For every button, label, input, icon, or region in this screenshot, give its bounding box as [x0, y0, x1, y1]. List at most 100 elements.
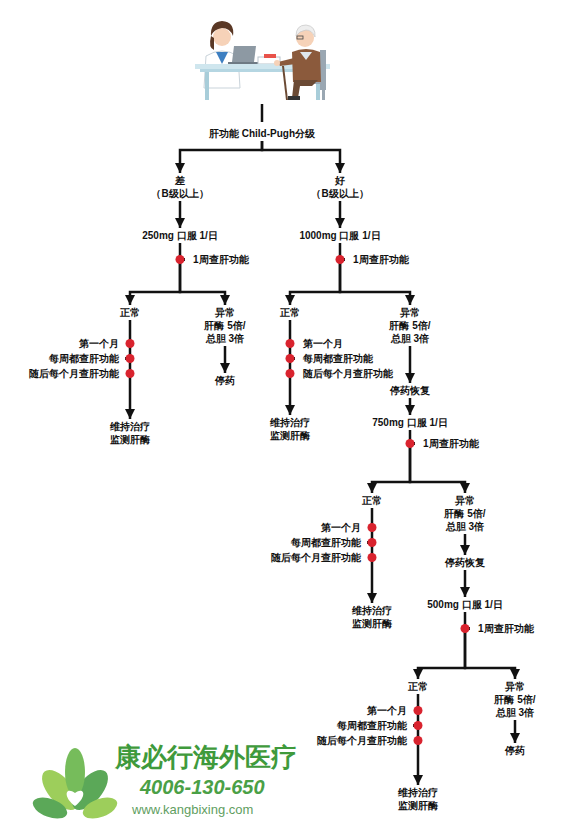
step-text: 停药 [215, 374, 235, 387]
step-text: 正常 [120, 306, 140, 319]
flow-step: 第一个月每周都查肝功能随后每个月查肝功能 [317, 703, 413, 748]
drawing-part [322, 84, 325, 100]
flow-step: 第一个月每周都查肝功能随后每个月查肝功能 [29, 336, 125, 381]
flow-arrow [367, 543, 372, 604]
step-text: 随后每个月查肝功能 [317, 733, 407, 748]
step-text: 1周查肝功能 [478, 621, 534, 636]
watermark-text: 康必行海外医疗 [115, 740, 297, 775]
doctor-patient-illustration [195, 21, 330, 100]
red-dot [414, 736, 423, 745]
step-text: 1周查肝功能 [423, 436, 479, 451]
step-text: 肝酶 5倍/ 总胆 3倍 [199, 319, 251, 345]
flow-step: 维持治疗 监测肝酶 [267, 416, 313, 442]
drawing-part [283, 66, 287, 100]
flow-step: 正常 [280, 306, 300, 319]
flow-arrow [465, 629, 515, 680]
flow-arrow [125, 359, 130, 420]
flow-step: 1000mg 口服 1/日 [299, 229, 380, 242]
flow-arrow [290, 260, 345, 306]
flow-step: 正常 [362, 494, 382, 507]
flow-step: 异常肝酶 5倍/ 总胆 3倍 [199, 306, 251, 345]
drawing-part [80, 793, 120, 821]
flow-step: 异常肝酶 5倍/ 总胆 3倍 [439, 494, 491, 533]
flow-step: 肝功能 Child-Pugh分级 [209, 127, 315, 140]
step-text: 每周都查肝功能 [303, 351, 393, 366]
step-text: 正常 [280, 306, 300, 319]
flow-arrow [464, 534, 467, 555]
flow-arrow [372, 444, 415, 494]
flow-step: 维持治疗 监测肝酶 [349, 604, 395, 630]
flow-step: 异常肝酶 5倍/ 总胆 3倍 [384, 306, 436, 345]
flow-arrow [339, 201, 342, 228]
flow-arrow [413, 726, 418, 786]
drawing-part [232, 46, 256, 62]
step-text: 1000mg 口服 1/日 [299, 229, 380, 242]
drawing-part [278, 58, 296, 66]
red-dot [126, 369, 135, 378]
red-dot [126, 354, 135, 363]
flow-step: 维持治疗 监测肝酶 [107, 420, 153, 446]
drawing-part [125, 141, 515, 785]
red-dot [286, 354, 295, 363]
step-text: 好 [311, 174, 368, 187]
step-text: 750mg 口服 1/日 [372, 416, 448, 429]
flow-step: 维持治疗 监测肝酶 [395, 786, 441, 812]
flow-step: 1周查肝功能 [345, 252, 409, 267]
red-dot [176, 255, 185, 264]
step-text: 停药 [505, 744, 525, 757]
step-text: 异常 [199, 306, 251, 319]
step-text: （B级以上） [151, 187, 208, 200]
flow-arrow [180, 141, 262, 173]
step-text: 第一个月 [303, 336, 393, 351]
flow-step: 差（B级以上） [151, 174, 208, 200]
step-text: 随后每个月查肝功能 [29, 366, 119, 381]
flow-step: 停药 [505, 744, 525, 757]
watermark-logo [30, 748, 120, 821]
red-dot [336, 255, 345, 264]
step-text: 每周都查肝功能 [271, 535, 361, 550]
drawing-part [30, 793, 70, 821]
flow-arrow [418, 629, 470, 680]
flow-arrow [464, 570, 467, 597]
drawing-part [292, 49, 321, 82]
step-text: 每周都查肝功能 [29, 351, 119, 366]
drawing-part [205, 72, 209, 100]
flow-arrow [409, 398, 412, 415]
flow-step: 停药 [215, 374, 235, 387]
step-text: 维持治疗 监测肝酶 [107, 420, 153, 446]
flow-arrow [290, 359, 295, 416]
step-text: 随后每个月查肝功能 [303, 366, 393, 381]
flow-arrow [409, 346, 412, 383]
flow-step: 正常 [408, 680, 428, 693]
flow-step: 750mg 口服 1/日 [372, 416, 448, 429]
flow-step: 停药恢复 [445, 556, 485, 569]
step-text: 差 [151, 174, 208, 187]
step-text: 第一个月 [317, 703, 407, 718]
drawing-part [274, 60, 280, 66]
flow-arrow [179, 201, 182, 228]
step-text: 肝酶 5倍/ 总胆 3倍 [439, 507, 491, 533]
flow-arrow [340, 260, 410, 306]
red-dot [368, 523, 377, 532]
step-text: 第一个月 [29, 336, 119, 351]
step-text: 肝酶 5倍/ 总胆 3倍 [489, 693, 541, 719]
drawing-part [216, 52, 228, 64]
drawing-part [213, 28, 231, 46]
flow-step: 第一个月每周都查肝功能随后每个月查肝功能 [295, 336, 393, 381]
step-text: 肝功能 Child-Pugh分级 [209, 127, 315, 140]
red-dot [461, 624, 470, 633]
red-dot [286, 339, 295, 348]
flow-arrow [410, 444, 465, 494]
flow-arrow [130, 260, 185, 306]
flow-step: 正常 [120, 306, 140, 319]
flow-step: 1周查肝功能 [470, 621, 534, 636]
watermark-text: www.kangbixing.com [132, 802, 253, 817]
drawing-part [288, 96, 300, 100]
flow-arrow [224, 346, 227, 373]
drawing-part [300, 52, 312, 60]
red-dot [414, 721, 423, 730]
flow-step: 250mg 口服 1/日 [142, 229, 218, 242]
red-dot [368, 538, 377, 547]
flow-step: 1周查肝功能 [185, 252, 249, 267]
